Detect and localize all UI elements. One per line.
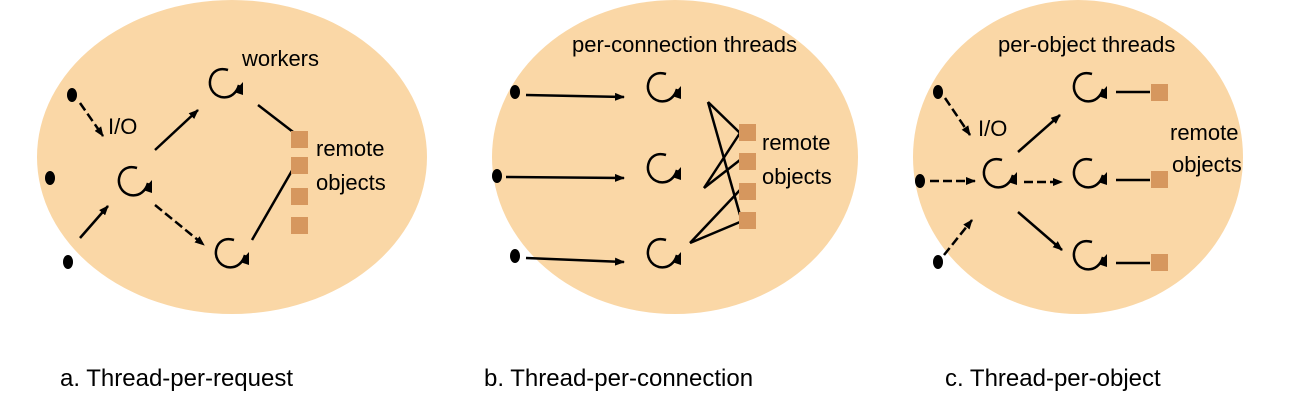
remote-object <box>291 131 308 148</box>
client-dot <box>510 85 520 99</box>
threads-label: per-connection threads <box>572 32 797 57</box>
remote-objects-label-line2: objects <box>316 170 386 195</box>
workers-label: workers <box>241 46 319 71</box>
client-dot <box>510 249 520 263</box>
dispatch-arrow <box>154 204 205 246</box>
remote-objects-label-line2: objects <box>1172 152 1242 177</box>
client-dot <box>933 255 943 269</box>
connection-arrow <box>505 173 625 182</box>
request-arrow <box>943 219 973 256</box>
panel-thread-per-object: per-object threads I/O remote o <box>913 0 1243 392</box>
client-dot <box>67 88 77 102</box>
panel-thread-per-connection: per-connection threads remote objects b.… <box>484 0 858 392</box>
remote-object <box>739 124 756 141</box>
threads-label: per-object threads <box>998 32 1175 57</box>
remote-objects-label-line1: remote <box>316 136 384 161</box>
remote-object <box>291 188 308 205</box>
dispatch-arrow <box>1017 211 1063 251</box>
request-arrow <box>79 205 109 239</box>
caption-a: a. Thread-per-request <box>60 365 293 392</box>
request-arrow <box>78 102 105 137</box>
remote-object <box>291 217 308 234</box>
caption-b: b. Thread-per-connection <box>484 365 753 392</box>
remote-object <box>291 157 308 174</box>
process-circle-c <box>913 0 1243 314</box>
panel-thread-per-request: I/O workers remote objects a. Thread-per… <box>37 0 427 392</box>
connection-arrow <box>525 92 625 101</box>
remote-objects-label-line1: remote <box>1170 120 1238 145</box>
client-dot <box>45 171 55 185</box>
remote-object <box>739 212 756 229</box>
client-dot <box>492 169 502 183</box>
dispatch-arrow <box>154 109 199 151</box>
caption-c: c. Thread-per-object <box>945 365 1161 392</box>
client-dot <box>933 85 943 99</box>
connection-arrow <box>525 256 625 266</box>
io-label: I/O <box>108 114 137 139</box>
remote-object <box>739 183 756 200</box>
dispatch-arrow <box>1017 114 1061 153</box>
process-circle-b <box>492 0 858 314</box>
remote-object <box>1151 171 1168 188</box>
remote-objects-label-line2: objects <box>762 164 832 189</box>
process-circle-a <box>37 0 427 314</box>
client-dot <box>915 174 925 188</box>
request-arrow <box>943 97 972 136</box>
remote-object <box>1151 84 1168 101</box>
remote-object <box>1151 254 1168 271</box>
io-label: I/O <box>978 116 1007 141</box>
remote-objects-label-line1: remote <box>762 130 830 155</box>
client-dot <box>63 255 73 269</box>
remote-object <box>739 153 756 170</box>
